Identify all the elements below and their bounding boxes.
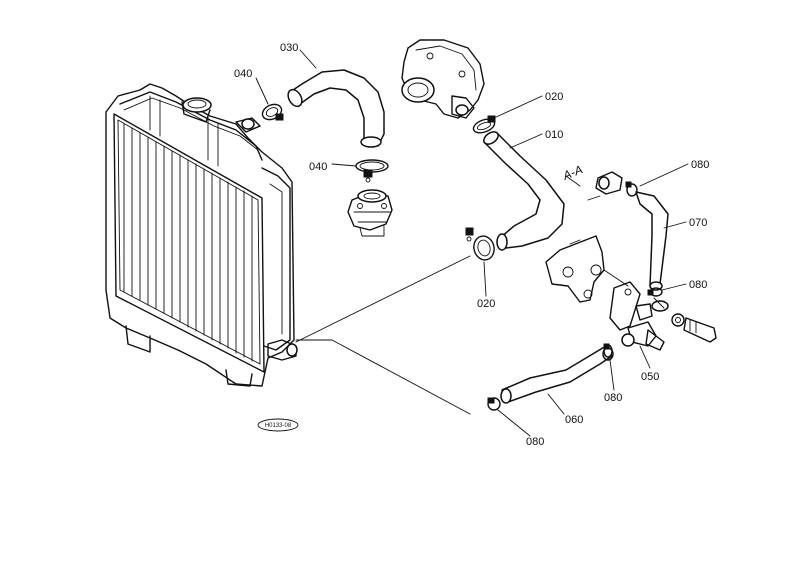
callout-020-top: 020 [545,91,563,103]
hose-clamp-080-right-top [625,181,638,197]
radiator-cap [181,97,212,123]
lower-radiator-hose [483,131,565,251]
callout-010: 010 [545,129,563,141]
radiator-core-fins [123,123,253,362]
mounting-bracket [545,235,605,303]
section-marker-label: A-A [560,162,585,183]
drawing-number-badge: H0133-08 [257,418,299,432]
bypass-hose [635,191,669,291]
hose-clamp-080-bottom-mid [602,343,614,361]
radiator-lower-outlet [267,339,298,361]
hose-clamp-080-right-mid [647,287,663,297]
callout-080-right-mid: 080 [689,279,707,291]
callout-labels: 030 040 040 020 010 080 070 080 020 050 … [234,42,709,448]
drain-cock-assembly [609,281,717,351]
section-fitting: A-A [560,162,623,201]
hose-clamp-020-top [472,115,496,134]
drain-hose [500,344,613,404]
callout-080-bottom: 080 [526,436,544,448]
callout-050: 050 [641,371,659,383]
callout-060: 060 [565,414,583,426]
callout-070: 070 [689,217,707,229]
leader-lines [255,49,689,437]
engine-outlet-flange [347,189,393,237]
callout-080-bottom-mid: 080 [604,392,622,404]
thermostat-housing [401,39,485,119]
callout-030: 030 [280,42,298,54]
callout-040-mid: 040 [309,161,327,173]
drawing-number: H0133-08 [265,423,292,429]
callout-040-top: 040 [234,68,252,80]
hose-clamp-080-bottom [487,397,501,411]
radiator [105,83,298,387]
callout-080-right-top: 080 [691,159,709,171]
hose-clamp-020-bottom [465,227,495,261]
upper-radiator-hose [287,69,385,148]
hose-clamp-040-mid [355,159,389,183]
callout-020-bottom: 020 [477,298,495,310]
radiator-upper-inlet [235,117,261,133]
hose-clamp-040-top [261,103,284,121]
